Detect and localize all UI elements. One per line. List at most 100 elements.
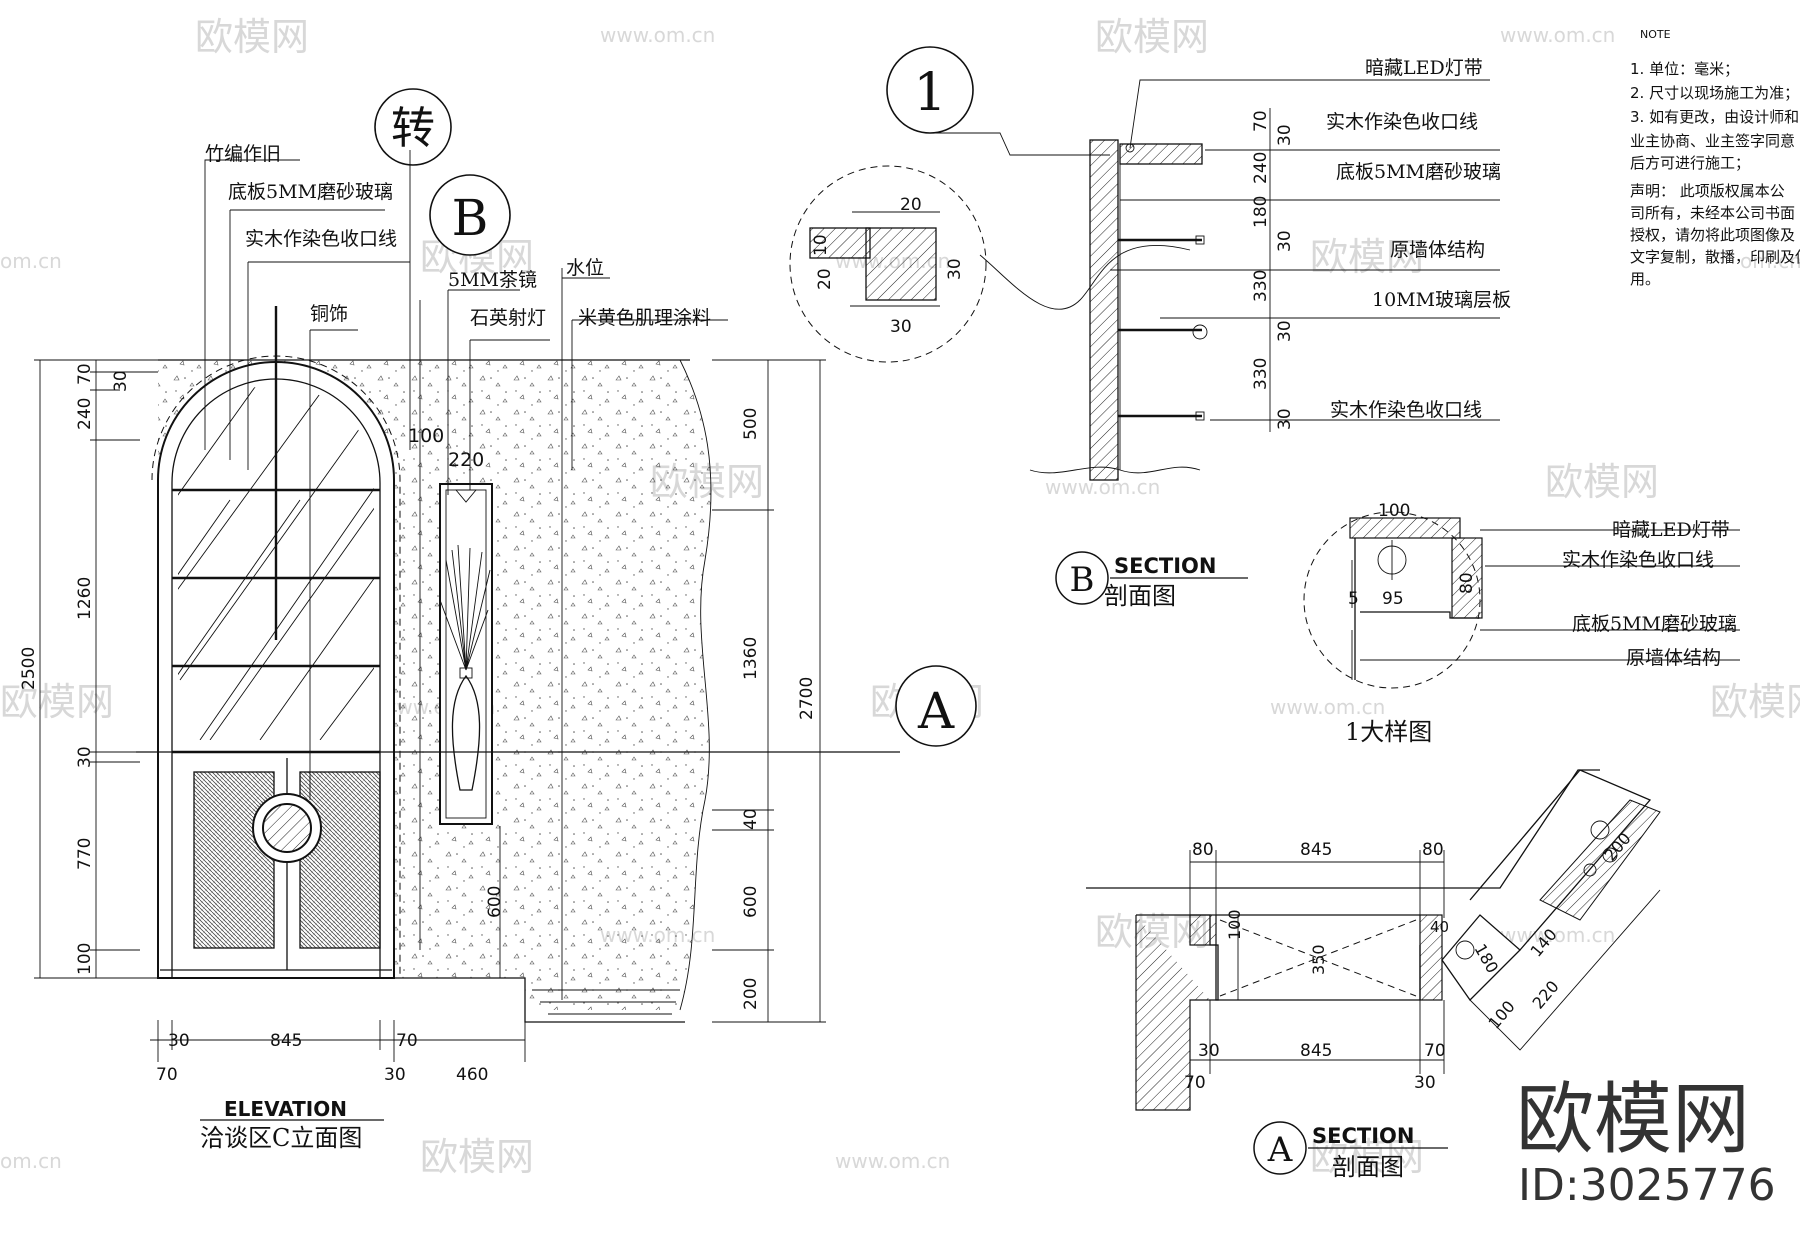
dim-2500: 2500 — [19, 647, 39, 690]
door-panel-left — [193, 771, 275, 949]
dim-b-70: 70 — [396, 1031, 418, 1051]
secb-dim-330: 330 — [1251, 270, 1271, 302]
dim-30: 30 — [111, 370, 131, 392]
seca-dim-bottom-ticks — [1189, 1000, 1445, 1074]
notes-block: NOTE 1. 单位：毫米； 2. 尺寸以现场施工为准； 3. 如有更改，由设计… — [1630, 28, 1800, 288]
label-paint: 米黄色肌理涂料 — [578, 307, 711, 329]
d1-dim-20: 20 — [900, 195, 922, 215]
d1-dim-20b: 20 — [815, 268, 835, 290]
d1l-label-led: 暗藏LED灯带 — [1612, 519, 1730, 541]
dim-100: 100 — [75, 943, 95, 975]
d1-dim-30: 30 — [945, 258, 965, 280]
mirror-niche — [439, 483, 493, 825]
watermark-brand: 欧模网 — [0, 680, 114, 724]
d1l-label-glass: 底板5MM磨砂玻璃 — [1572, 613, 1737, 635]
secb-dim-70: 70 — [1251, 110, 1271, 132]
seca-dim-b70b: 70 — [1184, 1073, 1206, 1093]
note-item: 1. 单位：毫米； — [1630, 60, 1739, 78]
seca-dim-100: 100 — [1225, 909, 1244, 940]
detail-leaders — [1360, 529, 1740, 661]
d1l-dim-80: 80 — [1457, 572, 1477, 594]
dim-1360: 1360 — [741, 637, 761, 680]
note-item: 2. 尺寸以现场施工为准； — [1630, 84, 1799, 102]
decorative-branches — [439, 544, 491, 671]
elevation-drawing: 转 B A 竹编作旧 底板5MM磨砂玻璃 实木作染色收口线 铜饰 5MM茶镜 石… — [19, 88, 977, 1152]
secb-marker-label: B — [1070, 560, 1095, 600]
section-b-drawing: 暗藏LED灯带 实木作染色收口线 底板5MM磨砂玻璃 原墙体结构 10MM玻璃层… — [1029, 57, 1511, 610]
detail-1-marker-label: 1 — [913, 63, 946, 123]
cabinet-dashed-outline — [151, 355, 401, 978]
seca-marker-label: A — [1267, 1130, 1293, 1170]
d1l-dim-5: 5 — [1348, 589, 1359, 609]
plan-outline — [1086, 769, 1600, 889]
plan-wall-hatch — [1135, 915, 1210, 1111]
dim-70: 70 — [75, 363, 95, 385]
plan-left-jamb — [1189, 914, 1217, 946]
leader-bamboo — [204, 159, 300, 450]
d1l-dim-95: 95 — [1382, 589, 1404, 609]
notes-title: NOTE — [1640, 28, 1671, 41]
detail-1-callout: 1 20 10 20 30 30 — [789, 46, 1191, 363]
dim-600-b: 600 — [485, 886, 505, 918]
watermark-url: www.om.cn — [835, 1149, 950, 1173]
label-wood-trim: 实木作染色收口线 — [245, 228, 397, 250]
dim-770: 770 — [75, 838, 95, 870]
d1-dim-30b: 30 — [890, 317, 912, 337]
dim-30b: 30 — [75, 746, 95, 768]
seca-dim-b30b: 30 — [1414, 1073, 1436, 1093]
label-glass-base: 底板5MM磨砂玻璃 — [228, 181, 393, 203]
watermark-url: www.om.cn — [1270, 695, 1385, 719]
note-item: 后方可进行施工； — [1630, 154, 1750, 172]
dim-ticks-left — [34, 359, 158, 979]
brand-logo-text: 欧模网 — [1516, 1075, 1750, 1165]
watermark-brand: 欧模网 — [1310, 235, 1424, 279]
dim-b-70b: 70 — [156, 1065, 178, 1085]
plan-right-jamb — [1419, 914, 1443, 1001]
watermark-brand: 欧模网 — [1710, 680, 1800, 724]
dim-b-460: 460 — [456, 1065, 488, 1085]
dim-240: 240 — [75, 398, 95, 430]
water-lines — [532, 989, 680, 1015]
dim-b-30b: 30 — [384, 1065, 406, 1085]
dim-40: 40 — [741, 808, 761, 830]
plan-diagonal-hatch — [1539, 799, 1661, 921]
shelf-end — [1195, 411, 1205, 421]
plan-detail-circle — [1583, 863, 1597, 877]
leader-paint — [571, 319, 728, 470]
secb-marker — [1055, 551, 1109, 605]
break-line — [679, 359, 712, 1011]
label-water-level: 水位 — [566, 257, 604, 279]
watermark-brand: 欧模网 — [420, 1135, 534, 1179]
watermark-brand: 欧模网 — [1545, 460, 1659, 504]
watermark-brand: 欧模网 — [195, 15, 309, 59]
secb-dim-30b: 30 — [1275, 230, 1295, 252]
dim-220: 220 — [448, 449, 484, 471]
seca-dim-b70: 70 — [1424, 1041, 1446, 1061]
leader-trim — [247, 261, 410, 470]
watermark-brand: 欧模网 — [1095, 15, 1209, 59]
seca-diag-dim-line — [1469, 889, 1661, 1051]
seca-dim-350: 350 — [1309, 944, 1328, 975]
secb-label-trim: 实木作染色收口线 — [1326, 111, 1478, 133]
secb-title-cn: 剖面图 — [1104, 582, 1176, 610]
detail-1-title: 1大样图 — [1345, 718, 1432, 746]
seca-dim-80b: 80 — [1422, 840, 1444, 860]
watermark-url: om.cn — [0, 249, 62, 273]
seca-dim-845: 845 — [1300, 840, 1332, 860]
shelf-clip — [1192, 324, 1208, 340]
statement-line: 文字复制，散播，印刷及使 — [1630, 248, 1800, 266]
secb-title-en: SECTION — [1114, 554, 1216, 578]
plan-detail-circle — [1590, 820, 1610, 840]
watermark-brand: 欧模网 — [1310, 1135, 1424, 1179]
label-quartz-light: 石英射灯 — [470, 307, 546, 329]
seca-title-en: SECTION — [1312, 1124, 1414, 1148]
quartz-spotlight — [455, 489, 477, 503]
seca-dim-b845: 845 — [1300, 1041, 1332, 1061]
dim-500: 500 — [741, 408, 761, 440]
model-id: ID:3025776 — [1518, 1160, 1776, 1211]
watermark-url: om.cn — [1740, 249, 1800, 273]
dim-600: 600 — [741, 886, 761, 918]
section-b-marker — [429, 174, 511, 256]
turn-marker — [374, 88, 452, 166]
statement-line: 用。 — [1630, 270, 1660, 288]
